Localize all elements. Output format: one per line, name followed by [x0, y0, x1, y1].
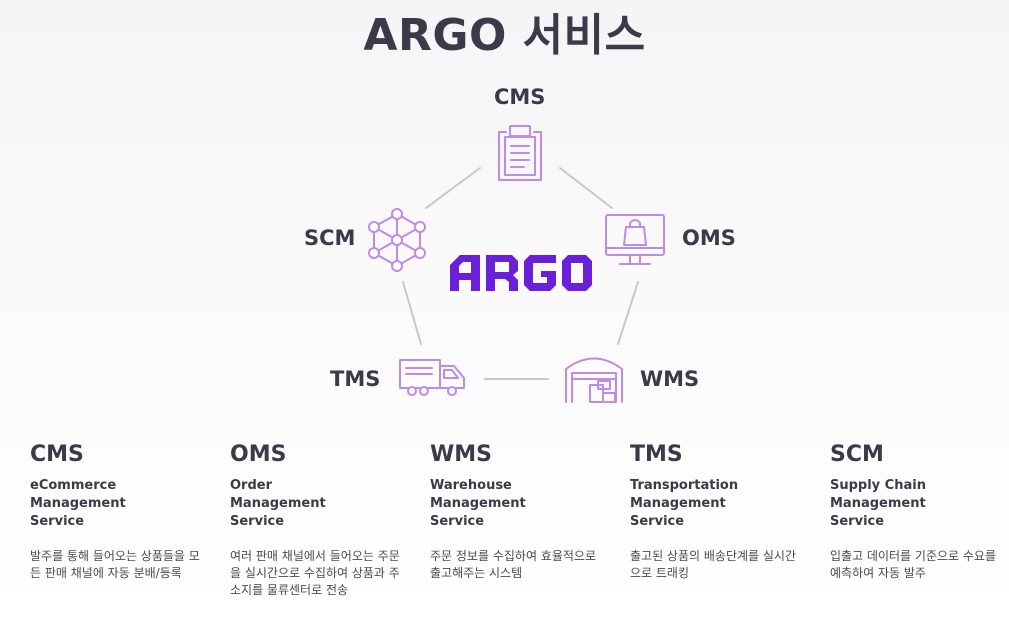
service-column-scm: SCM Supply Chain Management Service 입출고 …	[830, 441, 1009, 580]
node-label-wms: WMS	[640, 367, 700, 391]
service-name-line: Management	[430, 496, 526, 511]
service-code: OMS	[230, 442, 287, 467]
network-icon	[368, 208, 426, 272]
service-code: CMS	[30, 442, 84, 467]
service-name-line: Management	[230, 496, 326, 511]
service-description: 출고된 상품의 배송단계를 실시간으로 트래킹	[630, 549, 797, 580]
clipboard-icon	[498, 125, 542, 181]
connector-oms-wms	[617, 281, 639, 345]
service-name-line: eCommerce	[30, 478, 117, 493]
node-label-oms: OMS	[682, 226, 736, 250]
monitor-shopping-bag-icon	[605, 214, 665, 265]
connector-cms-oms	[559, 167, 613, 209]
service-full-name: Transportation Management Service	[630, 477, 810, 531]
service-name-line: Management	[630, 496, 726, 511]
service-name-line: Service	[230, 514, 285, 529]
service-full-name: Order Management Service	[230, 477, 410, 531]
warehouse-icon	[565, 357, 623, 403]
service-name-line: Transportation	[630, 478, 739, 493]
service-column-oms: OMS Order Management Service 여러 판매 채널에서 …	[230, 441, 410, 597]
page-title: ARGO 서비스	[363, 10, 646, 61]
node-label-tms: TMS	[330, 367, 381, 391]
service-description: 여러 판매 채널에서 들어오는 주문을 실시간으로 수집하여 상품과 주소지를 …	[230, 549, 400, 597]
service-full-name: Warehouse Management Service	[430, 477, 610, 531]
argo-logo	[450, 255, 592, 291]
service-code: TMS	[630, 442, 683, 467]
service-name-line: Service	[30, 514, 85, 529]
service-full-name: Supply Chain Management Service	[830, 477, 1009, 531]
service-description: 주문 정보를 수집하여 효율적으로 출고해주는 시스템	[430, 549, 597, 580]
service-name-line: Supply Chain	[830, 478, 926, 493]
delivery-truck-icon	[399, 359, 465, 396]
service-name-line: Order	[230, 478, 272, 493]
connectors	[402, 167, 639, 380]
connector-cms-scm	[425, 167, 481, 209]
node-label-scm: SCM	[304, 226, 356, 250]
service-description: 입출고 데이터를 기준으로 수요를 예측하여 자동 발주	[830, 549, 997, 580]
service-name-line: Warehouse	[430, 478, 512, 493]
service-name-line: Service	[830, 514, 885, 529]
service-code: SCM	[830, 442, 884, 467]
service-full-name: eCommerce Management Service	[30, 477, 210, 531]
connector-scm-tms	[402, 281, 422, 345]
service-column-wms: WMS Warehouse Management Service 주문 정보를 …	[430, 441, 610, 580]
service-description: 발주를 통해 들어오는 상품들을 모든 판매 채널에 자동 분배/등록	[30, 549, 200, 580]
service-column-tms: TMS Transportation Management Service 출고…	[630, 441, 810, 580]
node-label-cms: CMS	[494, 85, 546, 109]
service-name-line: Service	[630, 514, 685, 529]
service-name-line: Service	[430, 514, 485, 529]
service-code: WMS	[430, 442, 493, 467]
service-name-line: Management	[830, 496, 926, 511]
service-column-cms: CMS eCommerce Management Service 발주를 통해 …	[30, 441, 210, 580]
service-name-line: Management	[30, 496, 126, 511]
